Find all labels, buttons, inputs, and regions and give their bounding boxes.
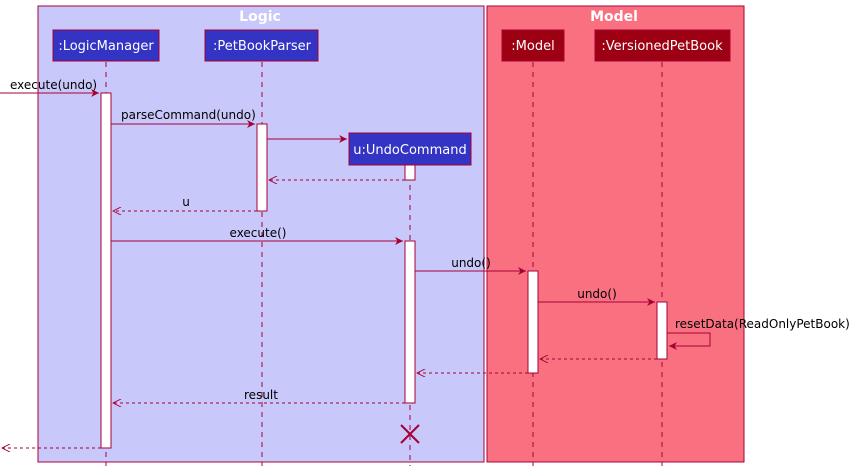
model-group-box: [486, 5, 745, 463]
participant-petbook-parser: :PetBookParser: [204, 29, 319, 62]
activation-versioned-petbook: [656, 301, 668, 360]
message-return-result-label: result: [244, 388, 278, 402]
participant-model: :Model: [501, 29, 565, 62]
participant-petbook-parser-label: :PetBookParser: [213, 39, 312, 54]
participant-petbook-parser-box: [204, 29, 319, 62]
participant-undo-command: u:UndoCommand: [348, 132, 472, 166]
participant-logic-manager-box: [52, 29, 160, 62]
participant-versioned-petbook: :VersionedPetBook: [594, 29, 731, 62]
model-group: Model: [486, 5, 745, 463]
participant-versioned-petbook-box: [594, 29, 731, 62]
activation-undo-command-create: [404, 164, 416, 181]
participant-model-label: :Model: [511, 39, 554, 54]
message-execute-undo-label: execute(undo): [10, 78, 97, 92]
model-group-title: Model: [590, 9, 638, 25]
message-model-undo-label: undo(): [451, 256, 491, 270]
message-reset-data-label: resetData(ReadOnlyPetBook): [675, 317, 850, 331]
messages: [0, 89, 711, 448]
participant-undo-command-label: u:UndoCommand: [353, 143, 466, 158]
destroy-x-icon: [400, 424, 420, 444]
logic-group-title: Logic: [239, 9, 281, 25]
participant-undo-command-box: [348, 132, 472, 166]
message-return-u-label: u: [182, 195, 190, 209]
message-execute-label: execute(): [230, 226, 287, 240]
activation-petbook-parser: [256, 123, 268, 212]
activation-logic-manager: [100, 92, 112, 449]
participant-logic-manager-label: :LogicManager: [58, 39, 154, 54]
activations: [100, 92, 668, 449]
participant-model-box: [501, 29, 565, 62]
activation-undo-command-execute: [404, 240, 416, 404]
activation-model: [527, 270, 539, 374]
participant-logic-manager: :LogicManager: [52, 29, 160, 62]
message-parse-command-label: parseCommand(undo): [121, 108, 256, 122]
participant-versioned-petbook-label: :VersionedPetBook: [601, 39, 723, 54]
message-reset-data: [667, 332, 711, 350]
logic-group: Logic: [37, 5, 485, 463]
message-versioned-undo-label: undo(): [577, 287, 617, 301]
